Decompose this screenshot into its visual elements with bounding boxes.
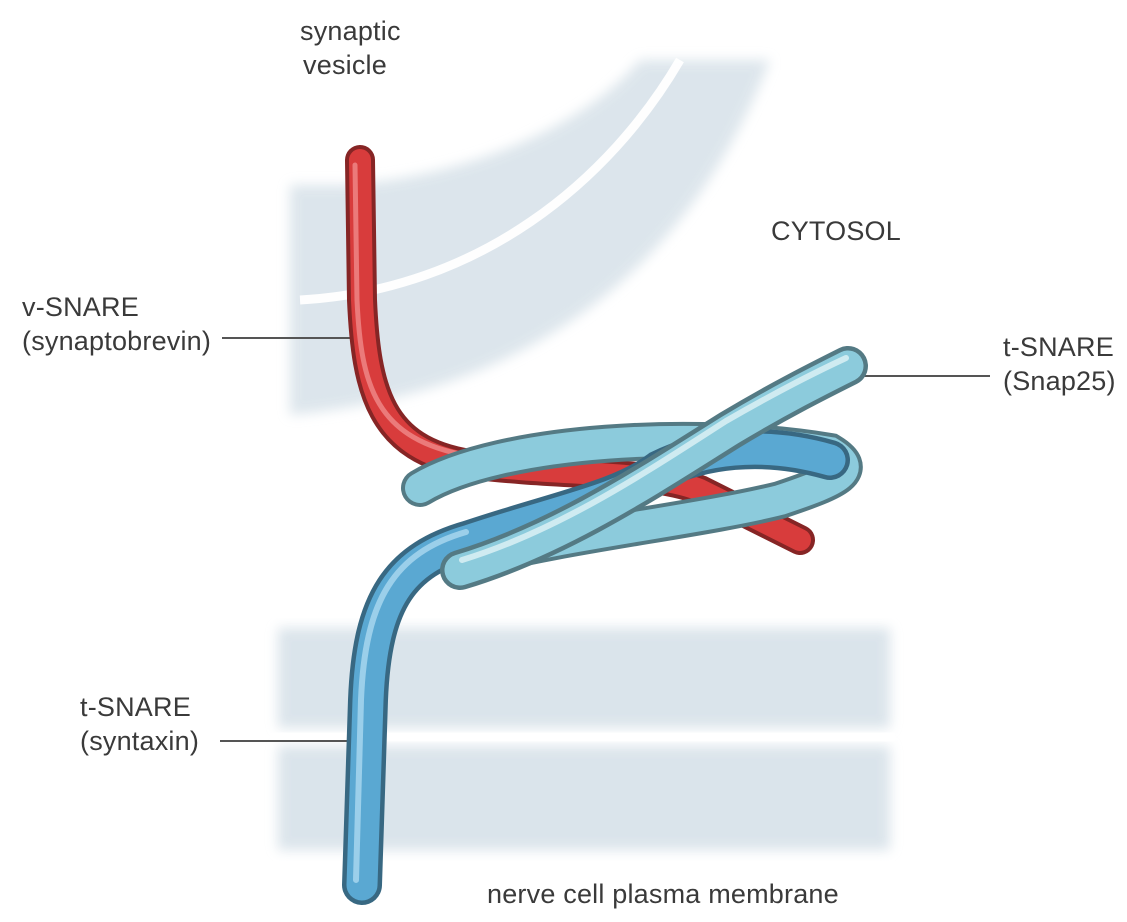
- syntaxin-label-line2: (syntaxin): [80, 724, 199, 758]
- snap25-label-line2: (Snap25): [1003, 364, 1116, 398]
- syntaxin-label: t-SNARE (syntaxin): [80, 690, 199, 758]
- synaptic-vesicle-label-line1: synaptic: [300, 14, 390, 48]
- plasma-membrane-label: nerve cell plasma membrane: [487, 877, 839, 911]
- synaptic-vesicle-label: synaptic vesicle: [300, 14, 390, 82]
- syntaxin-label-line1: t-SNARE: [80, 690, 199, 724]
- v-snare-label: v-SNARE (synaptobrevin): [22, 290, 211, 358]
- snap25-label-line1: t-SNARE: [1003, 330, 1116, 364]
- v-snare-label-line2: (synaptobrevin): [22, 324, 211, 358]
- cytosol-label: CYTOSOL: [771, 214, 901, 248]
- v-snare-label-line1: v-SNARE: [22, 290, 211, 324]
- synaptic-vesicle-label-line2: vesicle: [300, 48, 390, 82]
- snap25-label: t-SNARE (Snap25): [1003, 330, 1116, 398]
